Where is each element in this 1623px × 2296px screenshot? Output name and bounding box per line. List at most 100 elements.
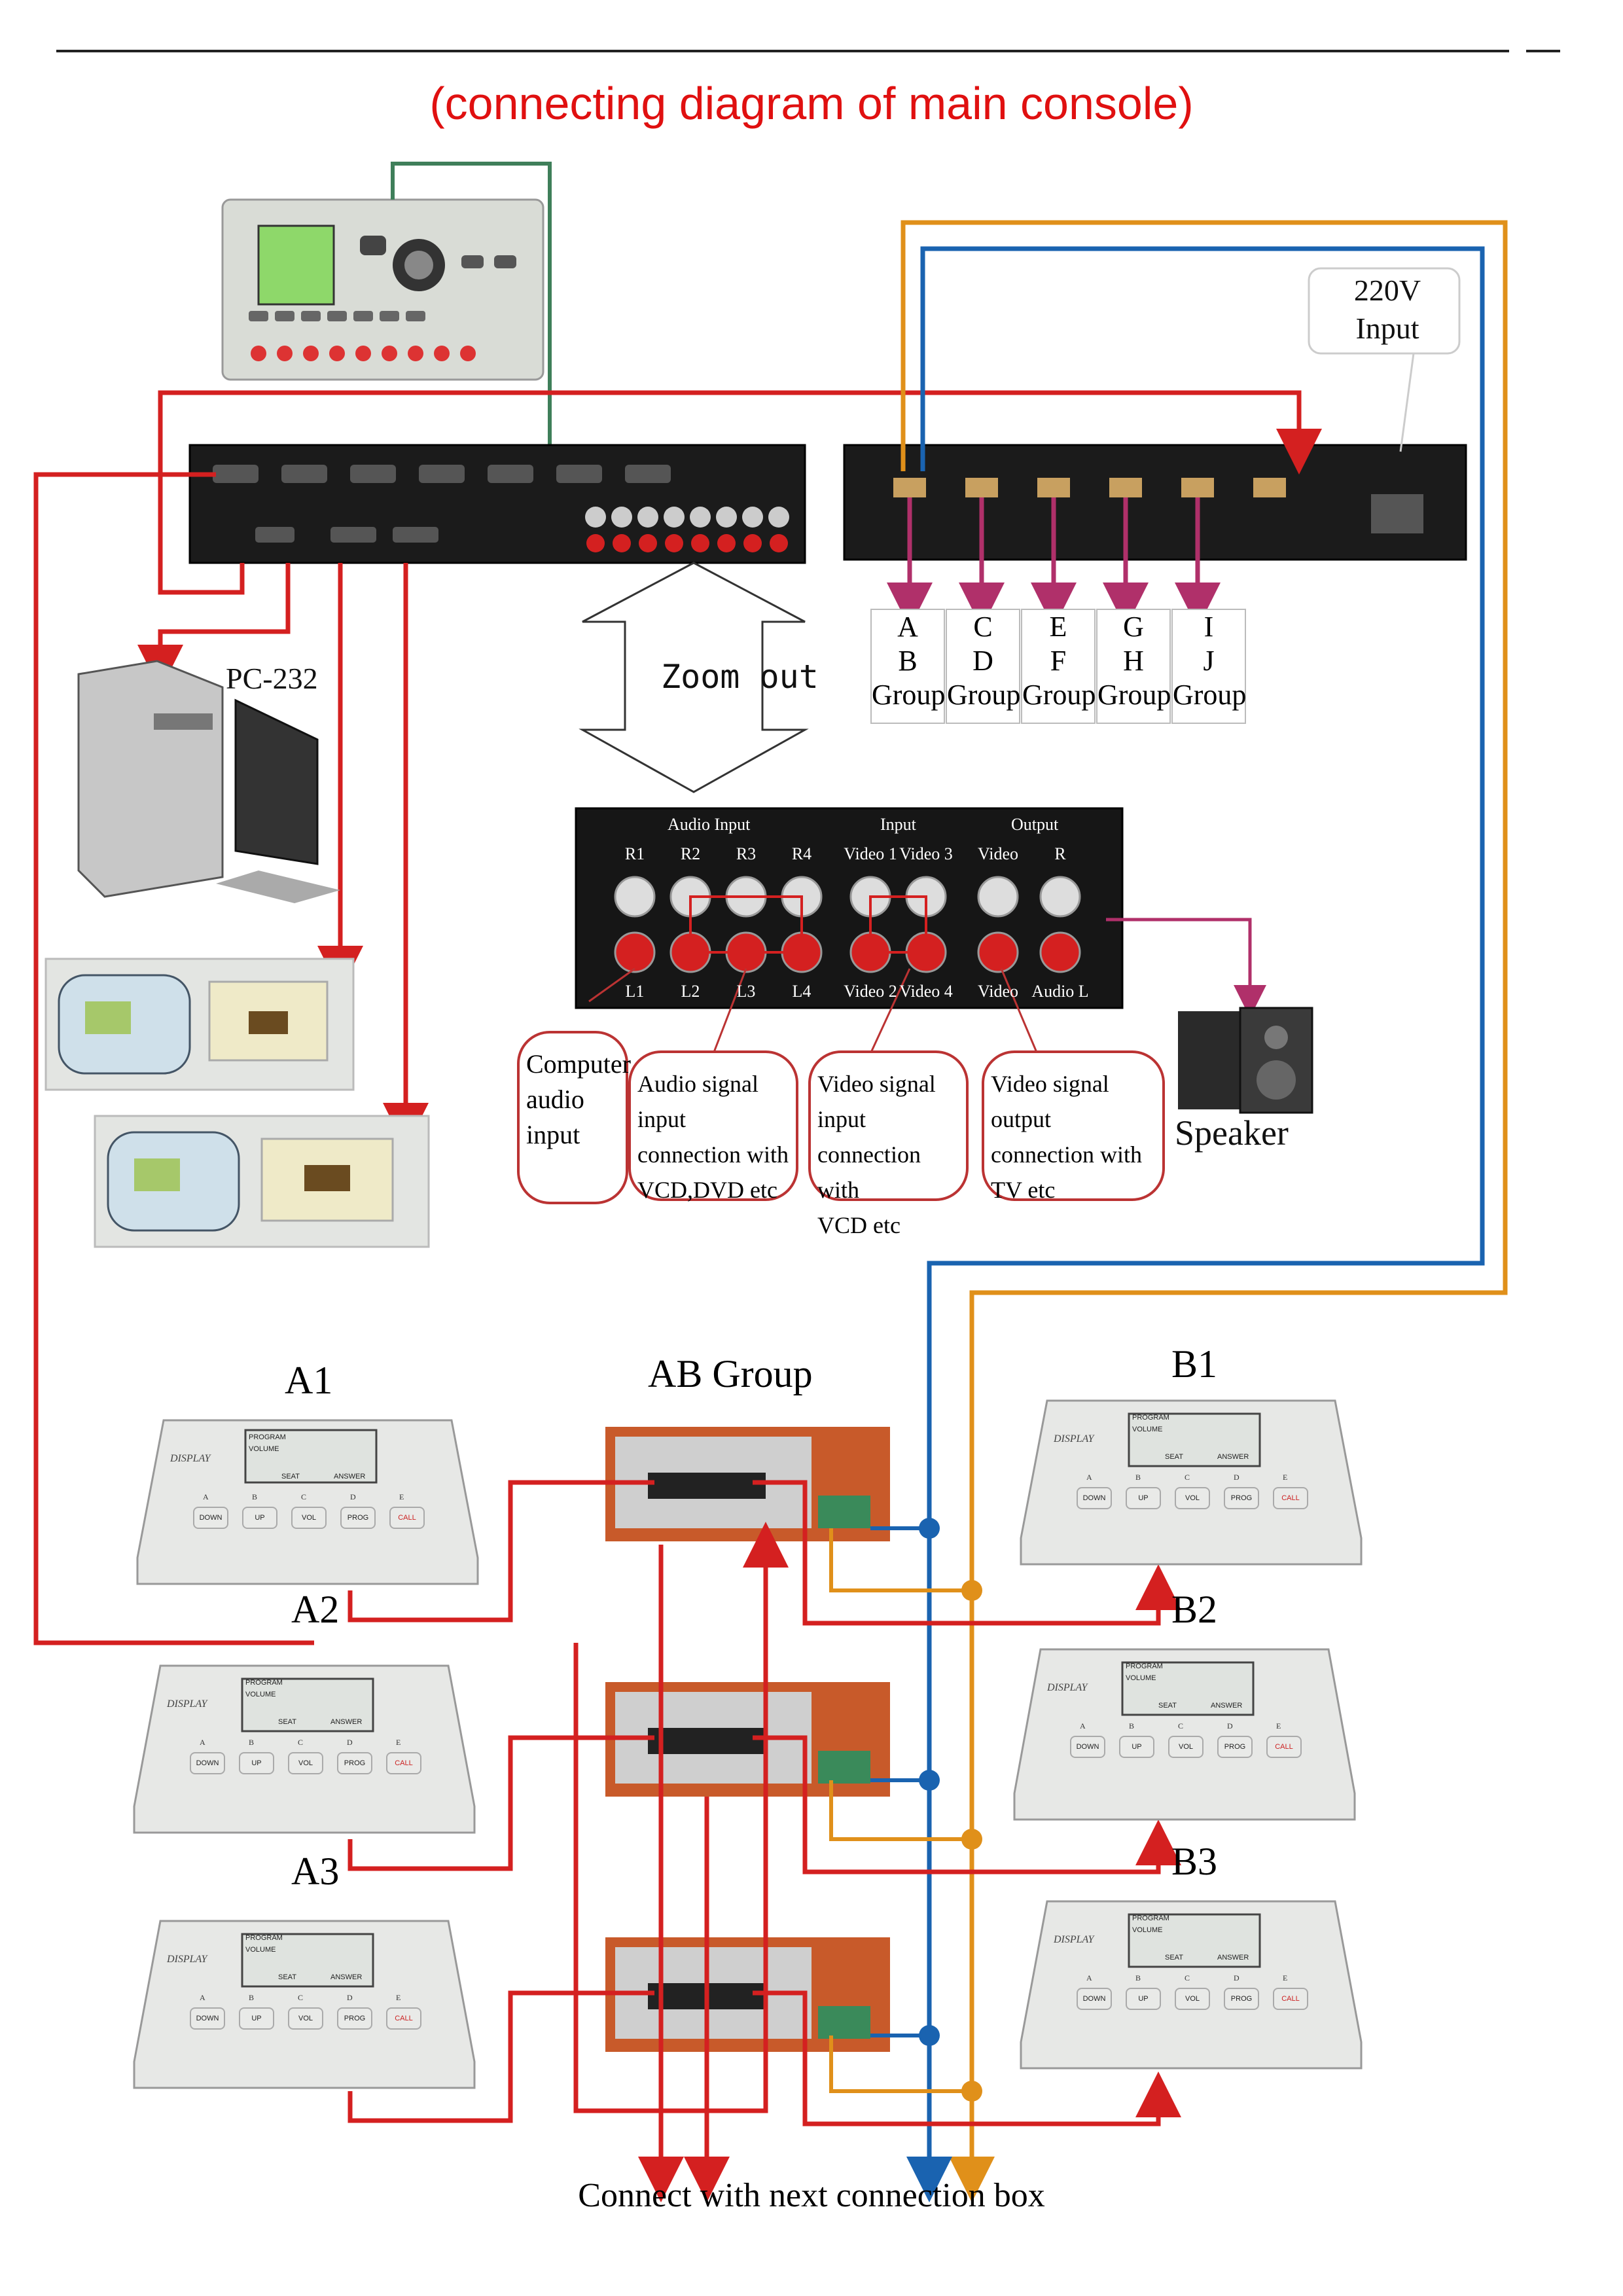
key-button: UP	[242, 1507, 277, 1529]
group-ab-label: A B Group	[870, 609, 945, 724]
callout-line: connection with	[991, 1141, 1142, 1168]
zoom-out-arrow	[579, 562, 809, 793]
unit-label-b3: B3	[1171, 1840, 1218, 1883]
student-unit-a2	[133, 1664, 476, 1834]
screen-text: SEAT	[278, 1718, 296, 1726]
screen-text: PROGRAM	[245, 1934, 283, 1942]
callout-computer-audio: Computer audio input	[517, 1031, 631, 1204]
panel-input-label: Input	[880, 815, 916, 834]
key-letter: C	[301, 1492, 307, 1501]
student-unit-b3	[1020, 1900, 1363, 2070]
key-button: UP	[1119, 1736, 1154, 1758]
group-letter-mid: H	[1123, 645, 1144, 677]
callout-line: TV etc	[991, 1177, 1056, 1203]
screen-text: ANSWER	[1217, 1954, 1249, 1962]
bottom-row-jack-label: Video 2	[844, 982, 897, 1001]
key-letter: E	[1283, 1973, 1288, 1982]
group-letter-top: E	[1049, 611, 1067, 643]
screen-text: VOLUME	[249, 1445, 279, 1453]
key-button: VOL	[1168, 1736, 1204, 1758]
key-button: DOWN	[190, 1752, 225, 1774]
group-word: Group	[872, 679, 946, 711]
unit-label-b1: B1	[1171, 1342, 1218, 1386]
key-button: PROG	[337, 1752, 372, 1774]
red-wire-power	[158, 390, 1322, 576]
key-letter: E	[399, 1492, 404, 1501]
power-distribution-unit	[843, 444, 1467, 561]
key-letter: C	[298, 1993, 304, 2002]
key-letter: A	[1086, 1473, 1092, 1482]
callout-line: Computer	[526, 1049, 631, 1079]
screen-text: VOLUME	[245, 1691, 276, 1698]
key-button: CALL	[389, 1507, 425, 1529]
unit-label-a2: A2	[291, 1588, 340, 1631]
key-button: PROG	[340, 1507, 376, 1529]
key-letter: E	[1283, 1473, 1288, 1482]
group-letter-mid: D	[972, 645, 993, 677]
key-letter: E	[396, 1738, 401, 1747]
diagram-title: (connecting diagram of main console)	[429, 78, 1194, 129]
screen-text: ANSWER	[330, 1718, 363, 1726]
bottom-row-jack-label: L4	[792, 982, 812, 1001]
key-button: VOL	[1175, 1988, 1210, 2010]
unit-label-a3: A3	[291, 1850, 340, 1893]
screen-text: ANSWER	[1217, 1453, 1249, 1461]
panel-output-label: Output	[1011, 815, 1059, 834]
group-letter-mid: J	[1203, 645, 1215, 677]
green-wire	[391, 162, 552, 452]
key-letter: C	[1178, 1721, 1184, 1731]
unit-label-b2: B2	[1171, 1588, 1218, 1631]
bottom-row-jack-label: L3	[736, 982, 756, 1001]
student-controller-2	[94, 1115, 430, 1248]
callout-line: VCD,DVD etc	[637, 1177, 777, 1203]
key-button: DOWN	[193, 1507, 228, 1529]
screen-text: SEAT	[1165, 1453, 1183, 1461]
bottom-row-jack-label: L1	[625, 982, 645, 1001]
student-controller-1	[45, 958, 355, 1091]
key-letter: A	[203, 1492, 209, 1501]
group-word: Group	[1173, 679, 1247, 711]
key-button: UP	[1126, 1487, 1161, 1509]
key-letter: B	[249, 1993, 255, 2002]
main-console-unit	[188, 444, 806, 564]
ab-group-label: AB Group	[648, 1352, 813, 1395]
bottom-caption: Connect with next connection box	[578, 2177, 1045, 2214]
key-button: CALL	[1273, 1988, 1308, 2010]
top-row-jack-label: Video	[978, 844, 1018, 863]
key-letter: E	[396, 1993, 401, 2002]
student-unit-b1	[1020, 1399, 1363, 1566]
group-cd-label: C D Group	[946, 609, 1020, 724]
key-letter: B	[252, 1492, 258, 1501]
speaker-label: Speaker	[1175, 1113, 1289, 1153]
callout-video-input: Video signal input connection with VCD e…	[808, 1050, 969, 1238]
group-word: Group	[947, 679, 1021, 711]
screen-text: PROGRAM	[245, 1679, 283, 1687]
group-word: Group	[1097, 679, 1171, 711]
top-row-jack-label: Video 1	[844, 844, 897, 863]
display-word: DISPLAY	[1054, 1934, 1094, 1945]
callout-line: Audio signal input	[637, 1071, 758, 1132]
screen-text: VOLUME	[1132, 1926, 1163, 1934]
screen-text: VOLUME	[1132, 1426, 1163, 1433]
screen-text: PROGRAM	[249, 1433, 286, 1441]
top-row-jack-label: R4	[791, 844, 812, 863]
power-input-line-1: 220V	[1353, 274, 1421, 307]
top-row-jack-label: R1	[624, 844, 645, 863]
top-row-jack-label: R2	[680, 844, 701, 863]
screen-text: PROGRAM	[1132, 1414, 1169, 1422]
student-unit-a1	[136, 1419, 479, 1585]
key-button: VOL	[288, 2007, 323, 2030]
screen-text: SEAT	[281, 1473, 300, 1480]
student-unit-b2	[1013, 1648, 1356, 1821]
screen-text: SEAT	[278, 1973, 296, 1981]
key-button: VOL	[288, 1752, 323, 1774]
group-gh-label: G H Group	[1096, 609, 1171, 724]
blue-wire-trunk	[906, 246, 1485, 2202]
key-letter: A	[1086, 1973, 1092, 1982]
key-letter: E	[1276, 1721, 1281, 1731]
key-button: UP	[239, 1752, 274, 1774]
header-rule	[56, 50, 1509, 52]
callout-line: input	[526, 1120, 580, 1149]
key-letter: D	[1234, 1973, 1240, 1982]
